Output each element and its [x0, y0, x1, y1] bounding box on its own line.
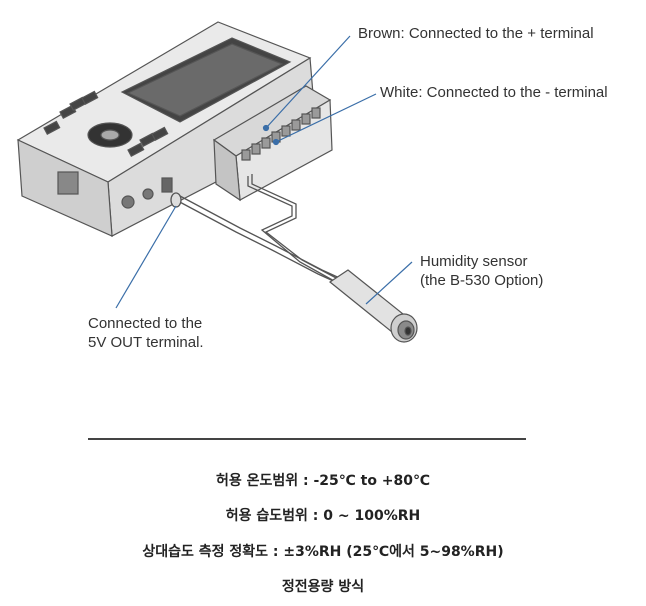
- callout-5v-out-line1: Connected to the: [88, 315, 203, 332]
- callout-white: White: Connected to the - terminal: [380, 84, 608, 101]
- spec-humidity-range: 허용 습도범위 : 0 ~ 100%RH: [225, 508, 421, 524]
- callout-sensor-line2: (the B-530 Option): [420, 272, 544, 289]
- spec-temperature-range: 허용 온도범위 : -25℃ to +80℃: [216, 473, 430, 489]
- data-logger-device: [16, 21, 317, 237]
- leader-5v-out: [115, 205, 177, 309]
- humidity-sensor-probe: [328, 269, 418, 343]
- leader-lines: [115, 35, 413, 309]
- divider-line: [88, 438, 526, 440]
- spec-accuracy: 상대습도 측정 정확도 : ±3%RH (25℃에서 5~98%RH): [142, 544, 504, 560]
- sensor-cable: [170, 174, 345, 285]
- leader-white: [275, 93, 377, 143]
- callout-brown: Brown: Connected to the + terminal: [358, 25, 594, 42]
- leader-brown: [265, 35, 351, 129]
- leader-sensor: [365, 261, 413, 305]
- callout-sensor-line1: Humidity sensor: [420, 253, 528, 270]
- callout-5v-out-line2: 5V OUT terminal.: [88, 334, 204, 351]
- spec-method: 정전용량 방식: [281, 579, 365, 595]
